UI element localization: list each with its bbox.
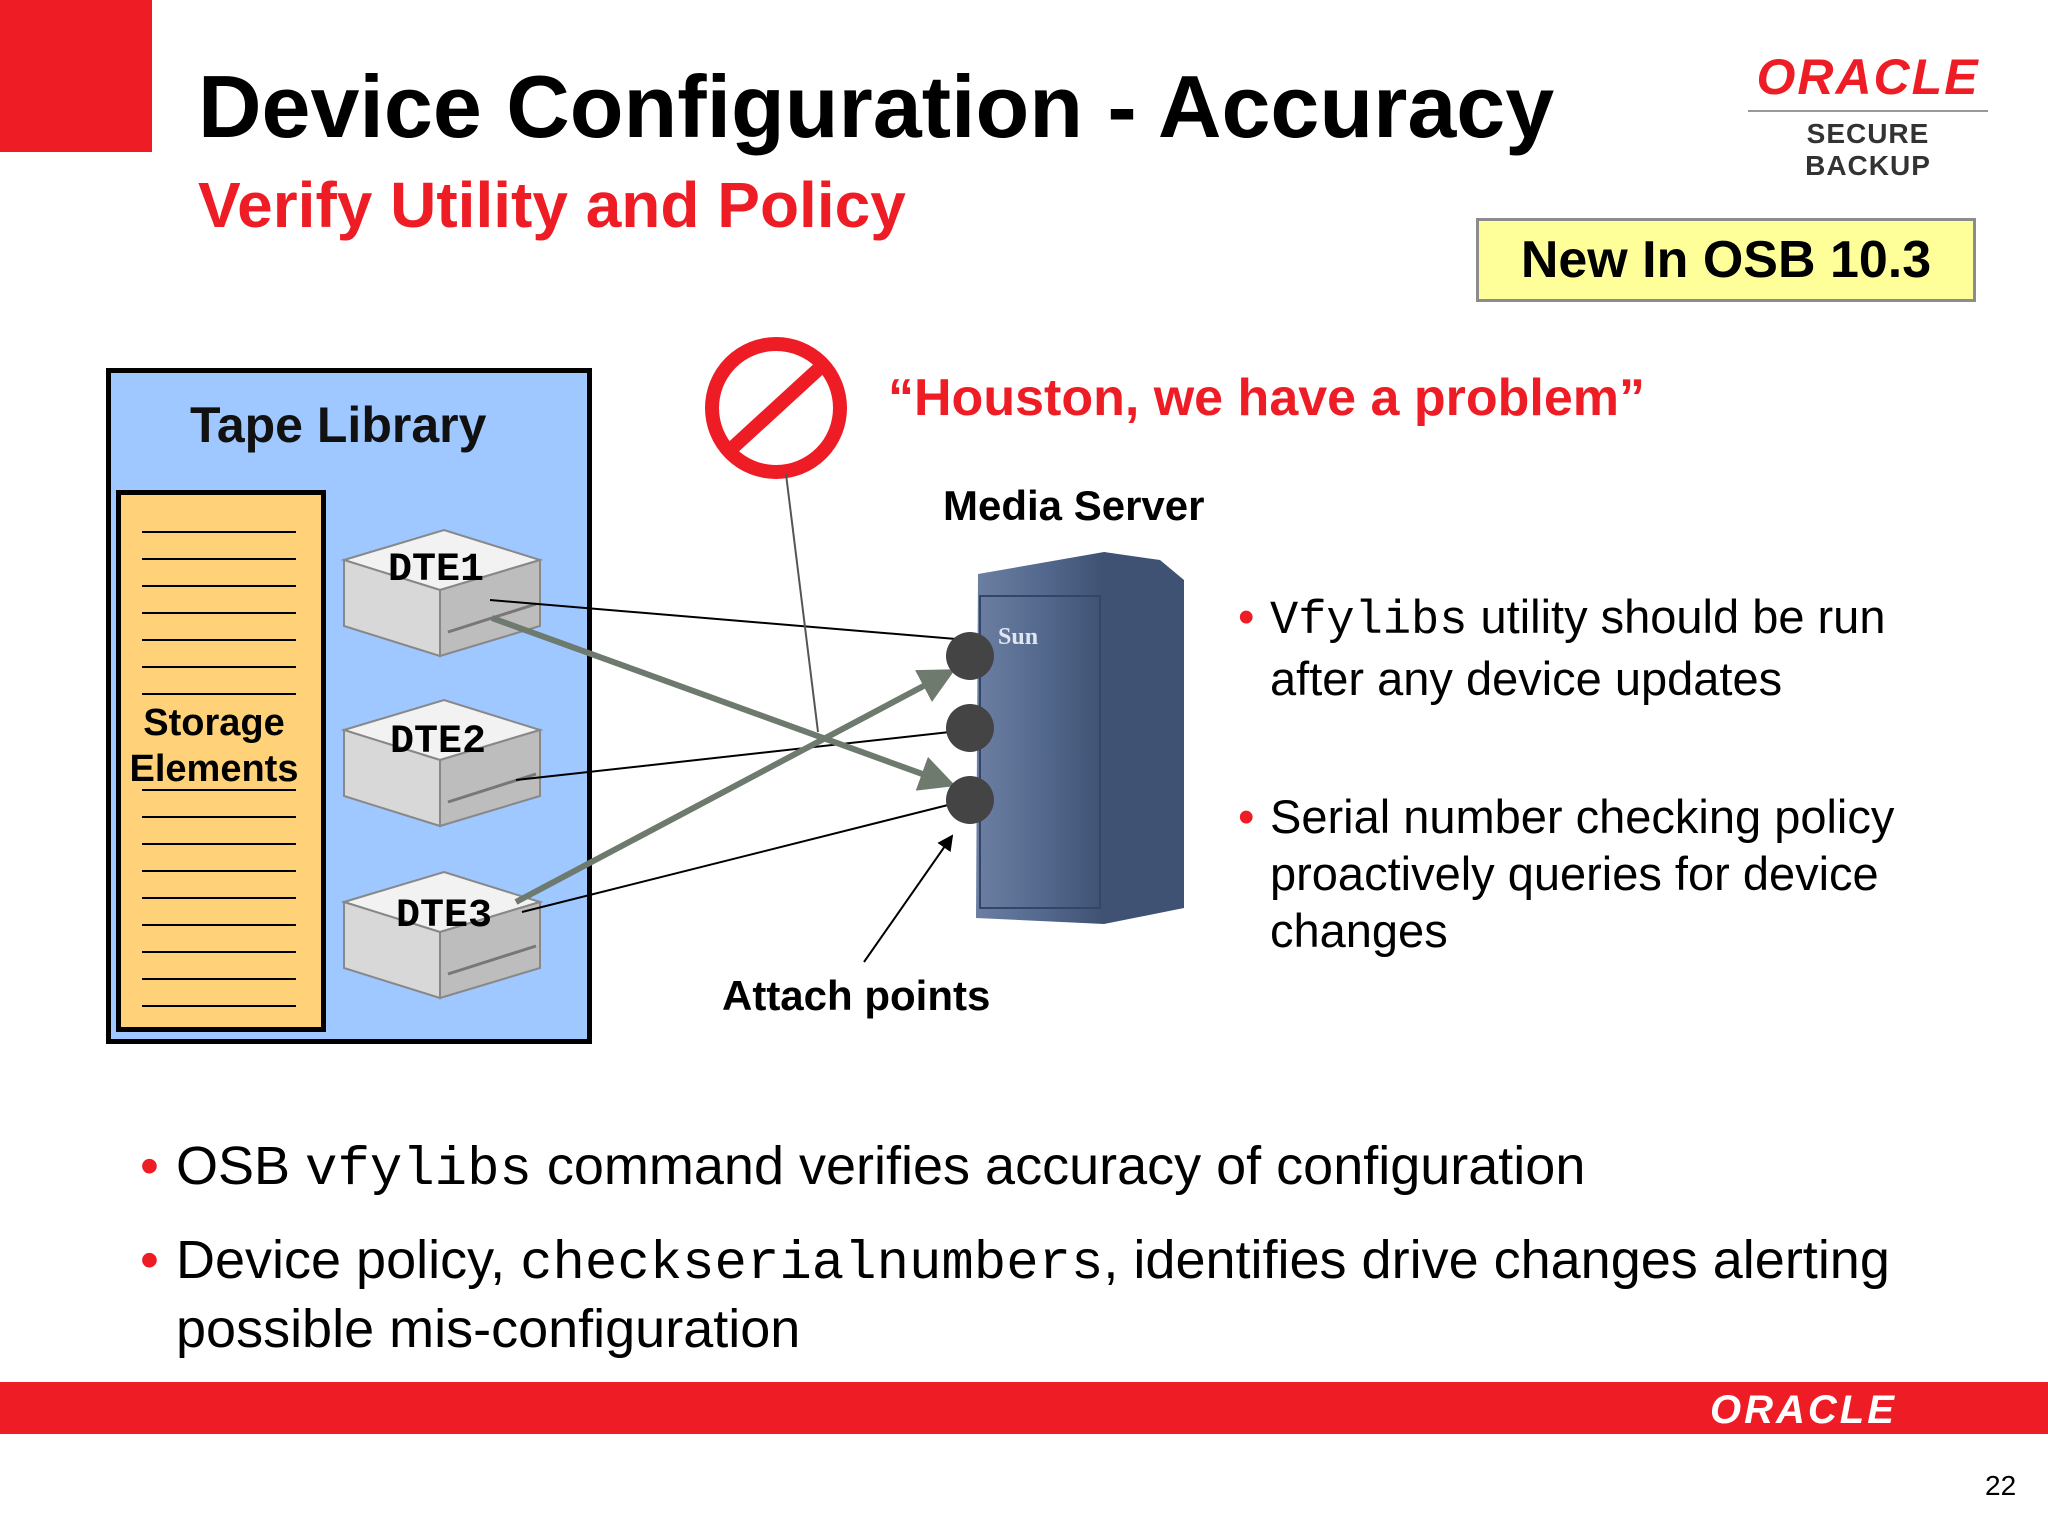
- inline-code: checkserialnumbers: [520, 1234, 1104, 1295]
- inline-code: vfylibs: [305, 1140, 532, 1201]
- problem-pointer-line: [785, 473, 819, 733]
- storage-slot-lines: [142, 531, 296, 1007]
- bullet-dot: •: [1238, 590, 1255, 643]
- storage-elements-box: [116, 490, 326, 1032]
- media-server-label: Media Server: [943, 482, 1205, 529]
- correct-connection-lines: [489, 599, 969, 913]
- problem-callout: “Houston, we have a problem”: [888, 369, 1646, 427]
- server-icon: Sun: [946, 552, 1184, 924]
- drive-label-dte3: DTE3: [396, 894, 492, 939]
- logo-divider: [1748, 110, 1988, 112]
- tape-drive-dte3: [340, 870, 544, 1000]
- bullet-text-after: command verifies accuracy of configurati…: [531, 1136, 1586, 1196]
- new-in-version-badge: New In OSB 10.3: [1476, 218, 1976, 302]
- slide-subtitle: Verify Utility and Policy: [198, 169, 906, 241]
- slide-title: Device Configuration - Accuracy: [198, 57, 1555, 156]
- bullet-dot: •: [1238, 790, 1255, 843]
- oracle-wordmark: ORACLE: [1756, 49, 1980, 105]
- product-name: SECURE BACKUP: [1805, 118, 1931, 181]
- attach-points-arrow: [863, 834, 954, 963]
- footer-oracle-logo: ORACLE: [1710, 1388, 1897, 1432]
- bullet-text: utility should be run after any device u…: [1270, 590, 1886, 705]
- bullet-dot: •: [140, 1230, 159, 1290]
- bottom-bullet-vfylibs-command: • OSB vfylibs command verifies accuracy …: [140, 1134, 2000, 1203]
- tape-library-title: Tape Library: [190, 397, 487, 453]
- inline-code: Vfylibs: [1270, 595, 1468, 648]
- oracle-secure-backup-logo: ORACLE SECURE BACKUP: [1740, 52, 1996, 182]
- corner-accent: [0, 0, 152, 152]
- tape-drive-dte1: [340, 528, 544, 658]
- drive-label-dte2: DTE2: [390, 720, 486, 765]
- right-bullet-vfylibs: • Vfylibs utility should be run after an…: [1238, 588, 1970, 707]
- no-entry-icon: [705, 337, 847, 479]
- right-bullet-serial-policy: • Serial number checking policy proactiv…: [1238, 788, 1970, 959]
- tape-drive-dte2: [340, 698, 544, 828]
- misconfigured-arrows: [490, 615, 956, 905]
- bottom-bullet-device-policy: • Device policy, checkserialnumbers, ide…: [140, 1228, 2000, 1361]
- page-number: 22: [1985, 1470, 2017, 1501]
- bullet-text-after: , identifies drive changes alerting poss…: [176, 1230, 1890, 1359]
- bullet-text-before: OSB: [176, 1136, 306, 1196]
- drive-label-dte1: DTE1: [388, 548, 484, 593]
- attach-points-label: Attach points: [722, 972, 991, 1019]
- storage-elements-label: Storage Elements: [129, 702, 299, 790]
- bullet-dot: •: [140, 1136, 159, 1196]
- bullet-text: Serial number checking policy proactivel…: [1270, 790, 1895, 957]
- footer-bar: [0, 1382, 2048, 1434]
- bullet-text-before: Device policy,: [176, 1230, 521, 1290]
- server-brand-logo: Sun: [998, 624, 1038, 650]
